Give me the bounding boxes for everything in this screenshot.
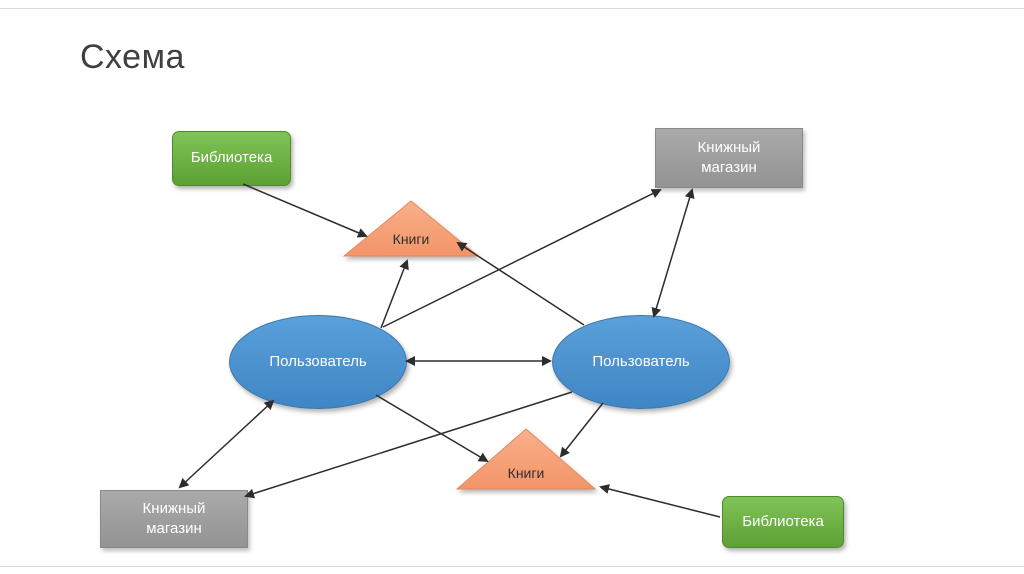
node-books-top-shape — [342, 200, 480, 257]
node-bookstore-bottom-left-label: Книжный магазин — [142, 499, 206, 537]
node-library-bottom-right: Библиотека — [722, 496, 844, 548]
node-library-bottom-right-label: Библиотека — [742, 512, 824, 530]
edge-user-right-to-books-bottom — [559, 402, 604, 458]
edge-library-br-to-books-bottom — [599, 484, 721, 518]
slide-border-top — [0, 8, 1024, 9]
edge-user-left-to-bookstore-bl — [178, 399, 275, 489]
slide-border-bottom — [0, 566, 1024, 567]
page-title: Схема — [80, 38, 185, 76]
edge-user-right-to-books-top — [456, 241, 585, 326]
edge-user-right-to-bookstore-tr — [651, 188, 695, 318]
node-bookstore-top-right-label: Книжный магазин — [697, 138, 761, 176]
node-library-top-left: Библиотека — [172, 131, 291, 186]
node-user-right: Пользователь — [552, 315, 730, 409]
node-books-bottom-label: Книги — [507, 465, 545, 481]
edge-user-left-to-books-bottom — [375, 394, 489, 463]
node-bookstore-top-right: Книжный магазин — [655, 128, 803, 188]
node-user-right-label: Пользователь — [592, 352, 690, 370]
edge-user-left-to-bookstore-tr — [382, 189, 662, 328]
node-user-left: Пользователь — [229, 315, 407, 409]
node-library-top-left-label: Библиотека — [190, 149, 273, 167]
edge-library-tl-to-books-top — [242, 183, 368, 238]
edge-user-left-to-books-top — [380, 259, 409, 329]
node-user-left-label: Пользователь — [269, 352, 367, 370]
node-bookstore-bottom-left: Книжный магазин — [100, 490, 248, 548]
node-books-top-label: Книги — [392, 231, 430, 247]
